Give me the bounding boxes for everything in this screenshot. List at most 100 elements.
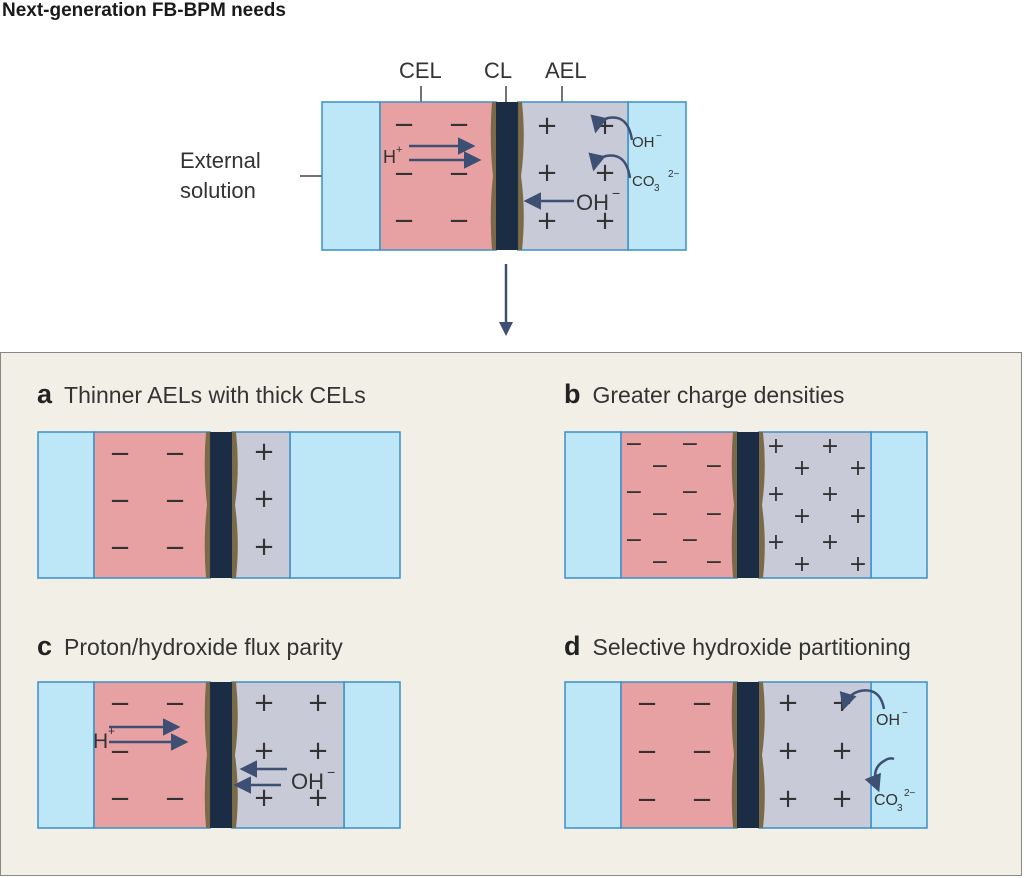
svg-text:+: +: [767, 434, 785, 459]
panel-d-membrane: −− −− −− ++ ++ ++ OH − CO 3 2−: [564, 681, 928, 829]
panel-c-oh-minus-sup: −: [327, 764, 335, 780]
top-ael: [517, 101, 629, 251]
top-h-plus-sup: +: [396, 144, 402, 156]
ael-label: AEL: [545, 58, 587, 83]
panel-d-title: d Selective hydroxide partitioning: [564, 631, 911, 662]
svg-text:+: +: [831, 784, 853, 814]
panel-a-label: Thinner AELs with thick CELs: [64, 382, 366, 408]
top-oh-minus: OH: [576, 190, 609, 215]
needs-panel: a Thinner AELs with thick CELs b Greater c…: [0, 352, 1022, 876]
svg-text:+: +: [821, 482, 839, 507]
svg-text:−: −: [448, 110, 470, 140]
svg-text:+: +: [777, 688, 799, 718]
svg-text:−: −: [625, 432, 643, 457]
svg-text:−: −: [448, 159, 470, 189]
svg-text:+: +: [777, 784, 799, 814]
svg-text:+: +: [831, 736, 853, 766]
svg-text:−: −: [681, 432, 699, 457]
svg-text:−: −: [164, 439, 186, 469]
top-right-solution: [627, 101, 687, 251]
svg-text:−: −: [625, 528, 643, 553]
external-solution-line2: solution: [180, 178, 256, 203]
top-h-plus: H: [383, 147, 396, 167]
svg-text:+: +: [307, 688, 329, 718]
svg-text:+: +: [253, 688, 275, 718]
top-co3: CO: [632, 173, 655, 190]
svg-text:−: −: [393, 110, 415, 140]
svg-text:+: +: [849, 504, 867, 529]
panel-c-oh-minus: OH: [291, 769, 324, 794]
panel-d-co3-sub: 3: [897, 803, 903, 814]
svg-text:−: −: [691, 785, 713, 815]
panel-a-membrane: −− −− −− +++: [37, 431, 401, 579]
figure-title: Next-generation FB-BPM needs: [2, 0, 286, 21]
top-oh-small: OH: [632, 134, 655, 151]
top-left-solution: [321, 101, 381, 251]
top-cl: [496, 102, 518, 250]
svg-text:−: −: [636, 785, 658, 815]
external-solution-label: External solution: [180, 146, 261, 206]
panel-b-letter: b: [564, 379, 581, 409]
svg-text:−: −: [625, 480, 643, 505]
svg-text:−: −: [164, 533, 186, 563]
svg-text:−: −: [393, 206, 415, 236]
svg-text:+: +: [253, 532, 275, 562]
svg-text:−: −: [705, 502, 723, 527]
panel-d-co3-sup: 2−: [904, 788, 916, 799]
svg-text:−: −: [109, 533, 131, 563]
panel-c-label: Proton/hydroxide flux parity: [64, 634, 343, 660]
external-solution-line1: External: [180, 148, 261, 173]
panel-d-co3: CO: [874, 792, 898, 809]
svg-text:−: −: [393, 159, 415, 189]
svg-text:+: +: [536, 206, 558, 236]
svg-text:−: −: [448, 206, 470, 236]
svg-text:−: −: [705, 550, 723, 575]
svg-text:−: −: [651, 454, 669, 479]
svg-text:+: +: [536, 111, 558, 141]
panel-b-membrane: −− −− −− −− −− −− ++ ++ ++ ++ ++ ++: [564, 431, 928, 579]
top-oh-small-sup: −: [656, 131, 662, 142]
svg-text:+: +: [253, 783, 275, 813]
svg-text:+: +: [307, 736, 329, 766]
top-co3-sup: 2−: [668, 169, 680, 180]
svg-text:+: +: [793, 552, 811, 577]
panel-b-title: b Greater charge densities: [564, 379, 844, 410]
top-cel: [379, 101, 497, 251]
svg-text:−: −: [651, 502, 669, 527]
panel-b-label: Greater charge densities: [592, 382, 845, 408]
svg-text:+: +: [536, 158, 558, 188]
panel-c-h-plus: H: [93, 730, 108, 753]
top-oh-minus-sup: −: [612, 185, 620, 201]
svg-text:−: −: [164, 689, 186, 719]
svg-text:+: +: [253, 484, 275, 514]
svg-text:−: −: [109, 486, 131, 516]
panel-d-letter: d: [564, 631, 581, 661]
svg-text:+: +: [777, 736, 799, 766]
svg-text:+: +: [831, 688, 853, 718]
svg-text:−: −: [681, 480, 699, 505]
panel-c-membrane: −− − −− ++ ++ ++ H + OH −: [37, 681, 401, 829]
panel-d-oh: OH: [876, 712, 900, 729]
svg-text:−: −: [691, 737, 713, 767]
svg-text:+: +: [821, 434, 839, 459]
panel-d-label: Selective hydroxide partitioning: [592, 634, 911, 660]
top-co3-sub: 3: [654, 183, 660, 194]
svg-text:+: +: [767, 530, 785, 555]
svg-text:+: +: [793, 504, 811, 529]
svg-text:−: −: [164, 784, 186, 814]
panel-c-h-plus-sup: +: [108, 724, 115, 738]
svg-text:−: −: [651, 550, 669, 575]
panel-d-oh-sup: −: [902, 708, 908, 719]
svg-text:+: +: [849, 552, 867, 577]
panel-c-letter: c: [37, 631, 53, 661]
svg-text:−: −: [681, 528, 699, 553]
svg-text:−: −: [109, 689, 131, 719]
svg-text:+: +: [767, 482, 785, 507]
top-membrane: −− −− −− ++ ++ ++ H + OH − OH − CO 3 2−: [300, 86, 687, 251]
cel-label: CEL: [399, 58, 442, 83]
svg-text:−: −: [109, 737, 131, 767]
svg-text:−: −: [164, 486, 186, 516]
svg-text:+: +: [821, 530, 839, 555]
panel-a-letter: a: [37, 379, 53, 409]
svg-text:+: +: [793, 456, 811, 481]
